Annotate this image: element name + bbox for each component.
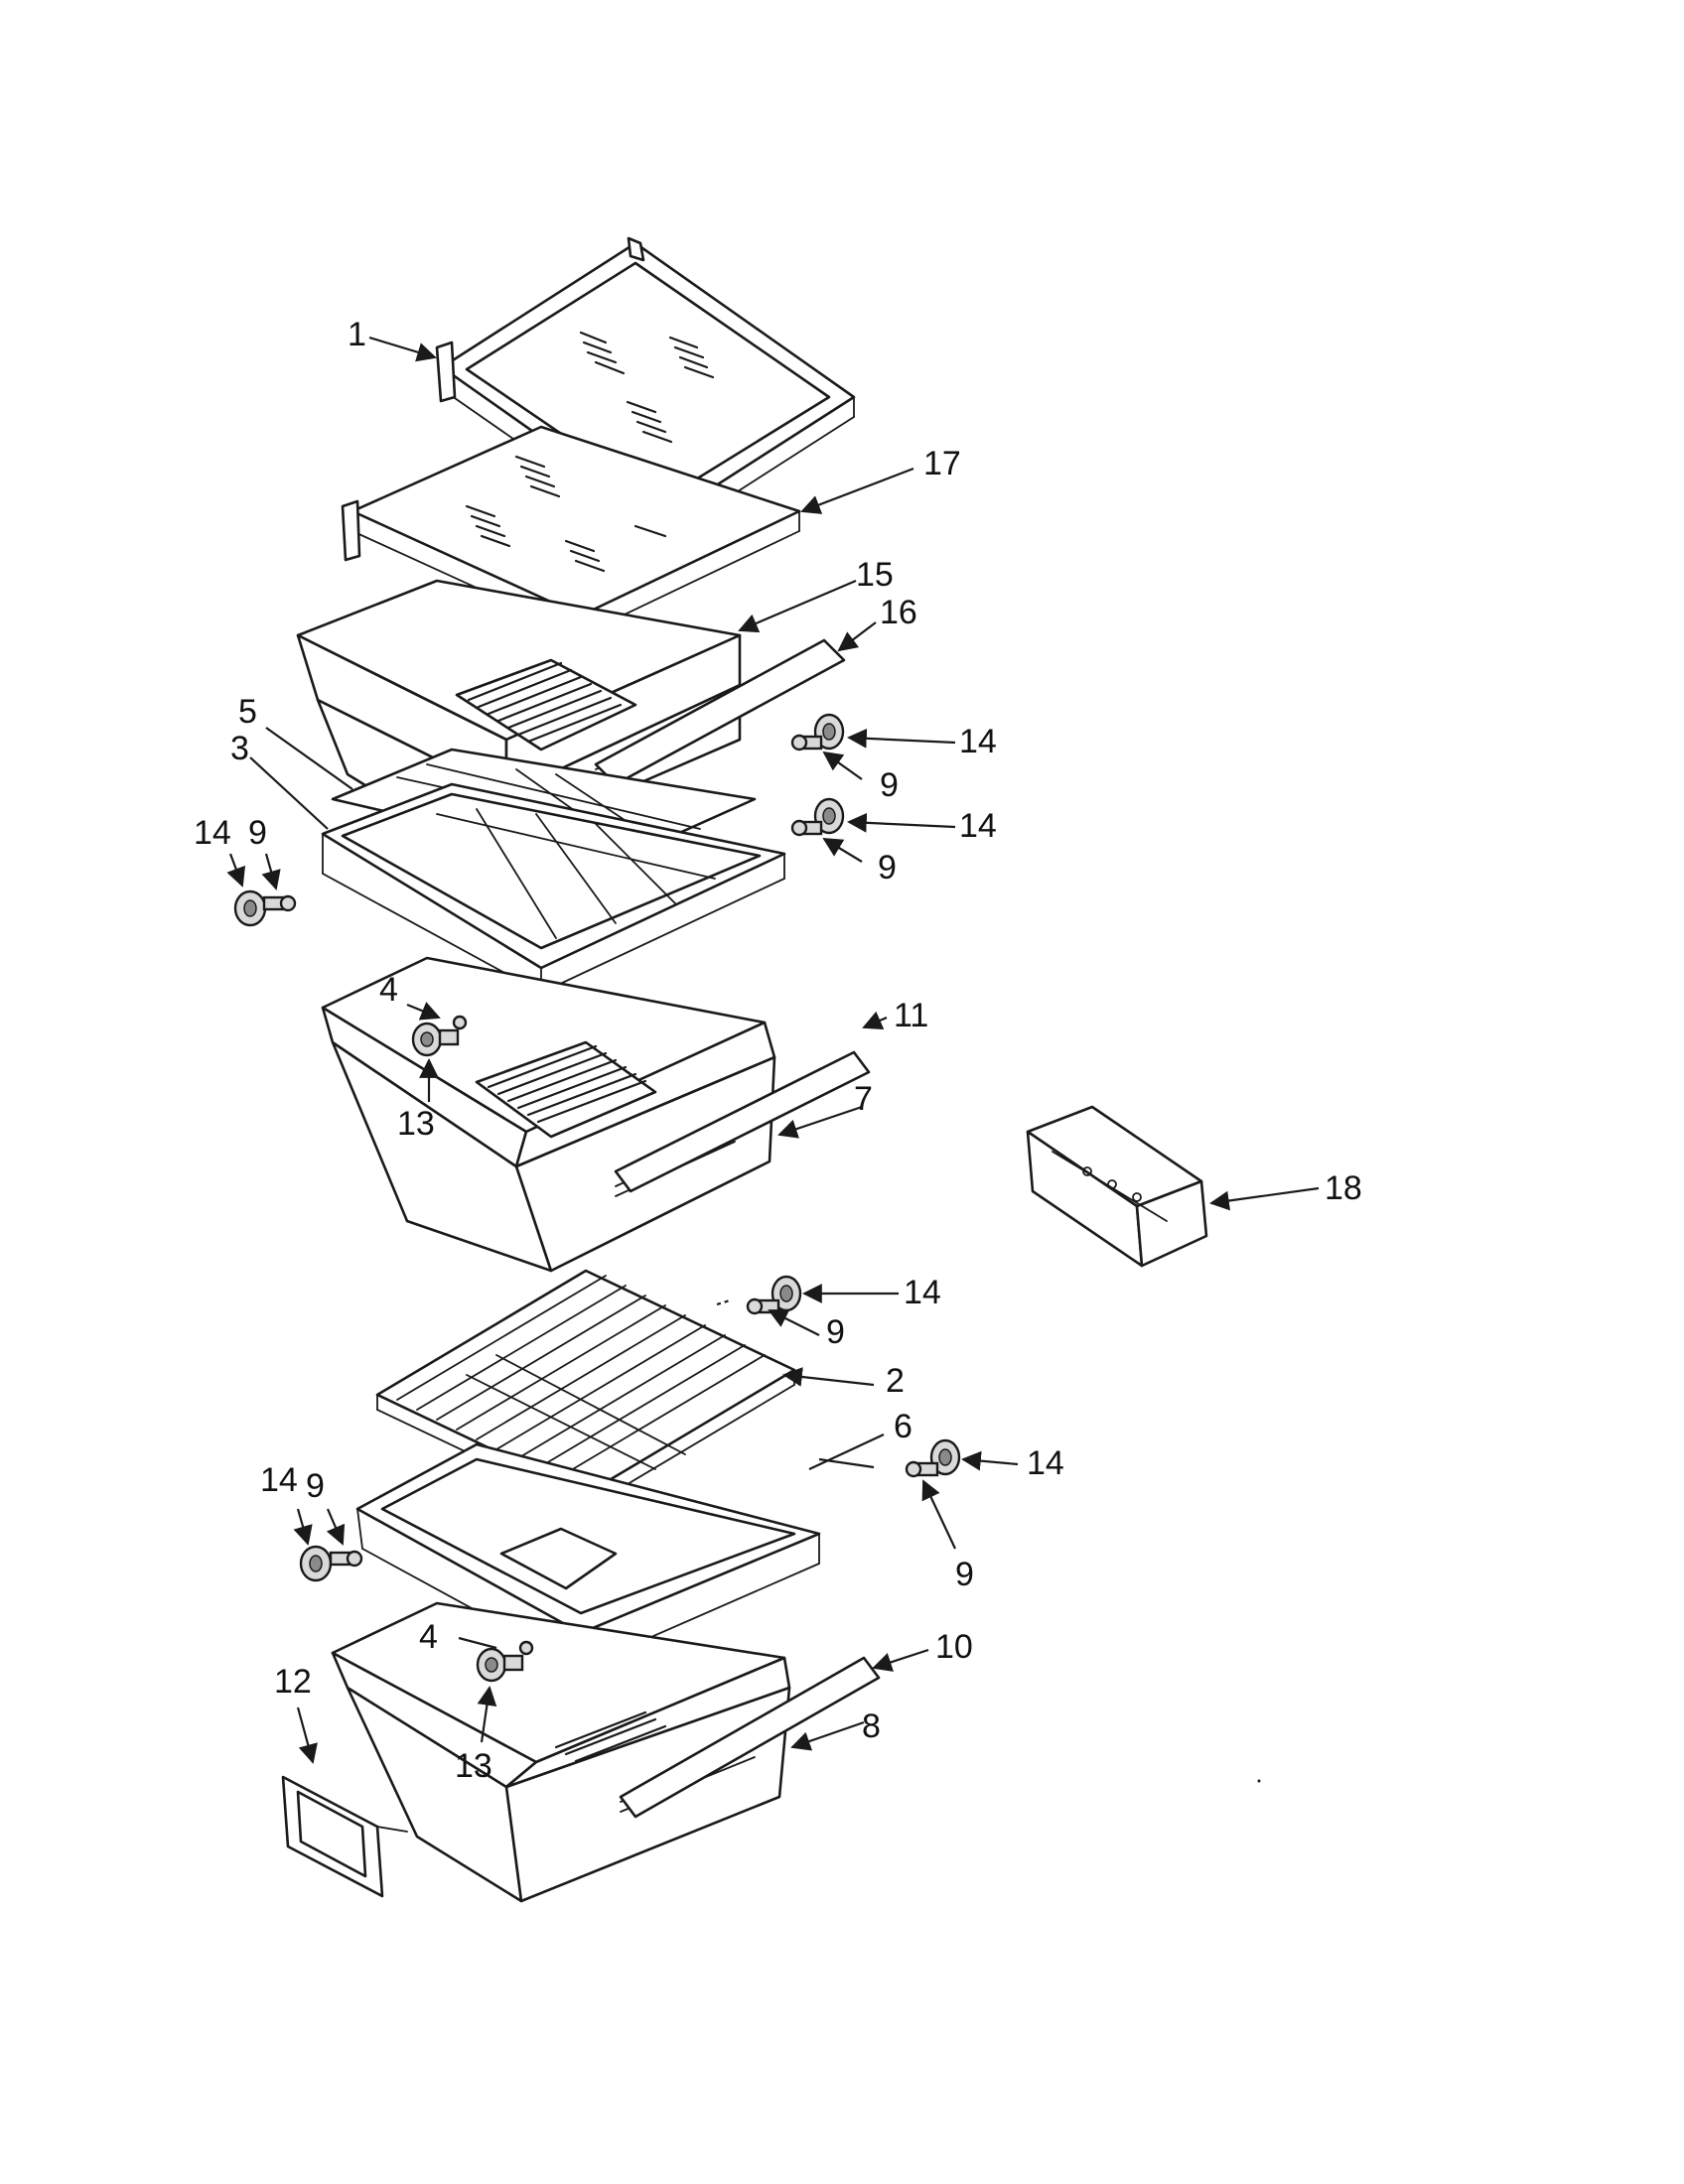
callout-9-d: 9 xyxy=(826,1313,845,1351)
part-4-screw-upper xyxy=(452,1015,468,1030)
part-8-crisper-pan-lower xyxy=(331,1601,791,1903)
part-9-screw-c xyxy=(262,894,297,912)
part-9-screw-e xyxy=(905,1460,939,1478)
part-2-shelf xyxy=(375,1269,796,1510)
callout-14-f: 14 xyxy=(260,1461,298,1499)
callout-1: 1 xyxy=(348,316,366,353)
callout-5: 5 xyxy=(238,693,257,731)
callout-11: 11 xyxy=(894,997,928,1034)
callout-4-a: 4 xyxy=(379,971,398,1009)
callout-14-d: 14 xyxy=(904,1274,941,1311)
leader-lines xyxy=(226,336,1320,1764)
callout-10: 10 xyxy=(935,1628,973,1666)
part-4-screw-lower xyxy=(518,1640,534,1656)
part-18-door-bin xyxy=(1026,1105,1208,1268)
callout-7: 7 xyxy=(854,1080,873,1118)
part-13-roller-lower xyxy=(476,1647,524,1683)
callouts: 1 17 15 16 5 3 14 9 14 9 14 9 4 11 13 7 … xyxy=(194,316,1362,1785)
callout-13-b: 13 xyxy=(455,1747,492,1785)
callout-14-e: 14 xyxy=(1027,1444,1064,1482)
part-6-crisper-cover-frame xyxy=(355,1442,821,1669)
callout-4-b: 4 xyxy=(419,1618,438,1656)
part-9-screw-a xyxy=(790,734,823,751)
part-10-crisper-handle xyxy=(619,1656,881,1819)
callout-13-a: 13 xyxy=(397,1105,435,1143)
callout-18: 18 xyxy=(1325,1169,1362,1207)
callout-9-c: 9 xyxy=(248,814,267,852)
callout-15: 15 xyxy=(856,556,894,594)
part-14-roller-c xyxy=(233,889,267,927)
callout-12: 12 xyxy=(274,1663,312,1701)
part-11-crisper-handle xyxy=(614,1050,871,1193)
callout-9-b: 9 xyxy=(878,849,897,887)
part-9-screw-b xyxy=(790,819,823,837)
part-3-crisper-cover-frame xyxy=(321,782,786,994)
callout-14-a: 14 xyxy=(959,723,997,760)
callout-2: 2 xyxy=(886,1362,905,1400)
part-9-screw-d xyxy=(746,1297,780,1315)
callout-17: 17 xyxy=(923,445,961,482)
callout-9-e: 9 xyxy=(955,1556,974,1593)
callout-8: 8 xyxy=(862,1707,881,1745)
part-9-screw-f xyxy=(329,1550,363,1568)
callout-3: 3 xyxy=(230,730,249,767)
stray-dot xyxy=(1257,1779,1261,1783)
callout-14-c: 14 xyxy=(194,814,231,852)
part-14-roller-f xyxy=(299,1545,333,1582)
callout-9-a: 9 xyxy=(880,766,899,804)
callout-9-f: 9 xyxy=(306,1467,325,1505)
part-1-glass-shelf xyxy=(435,236,856,542)
part-12-label-card xyxy=(281,1775,408,1898)
part-13-roller-upper xyxy=(411,1022,460,1057)
callout-6: 6 xyxy=(894,1408,912,1445)
part-17-glass-shelf xyxy=(341,425,801,636)
callout-14-b: 14 xyxy=(959,807,997,845)
callout-16: 16 xyxy=(880,594,917,631)
